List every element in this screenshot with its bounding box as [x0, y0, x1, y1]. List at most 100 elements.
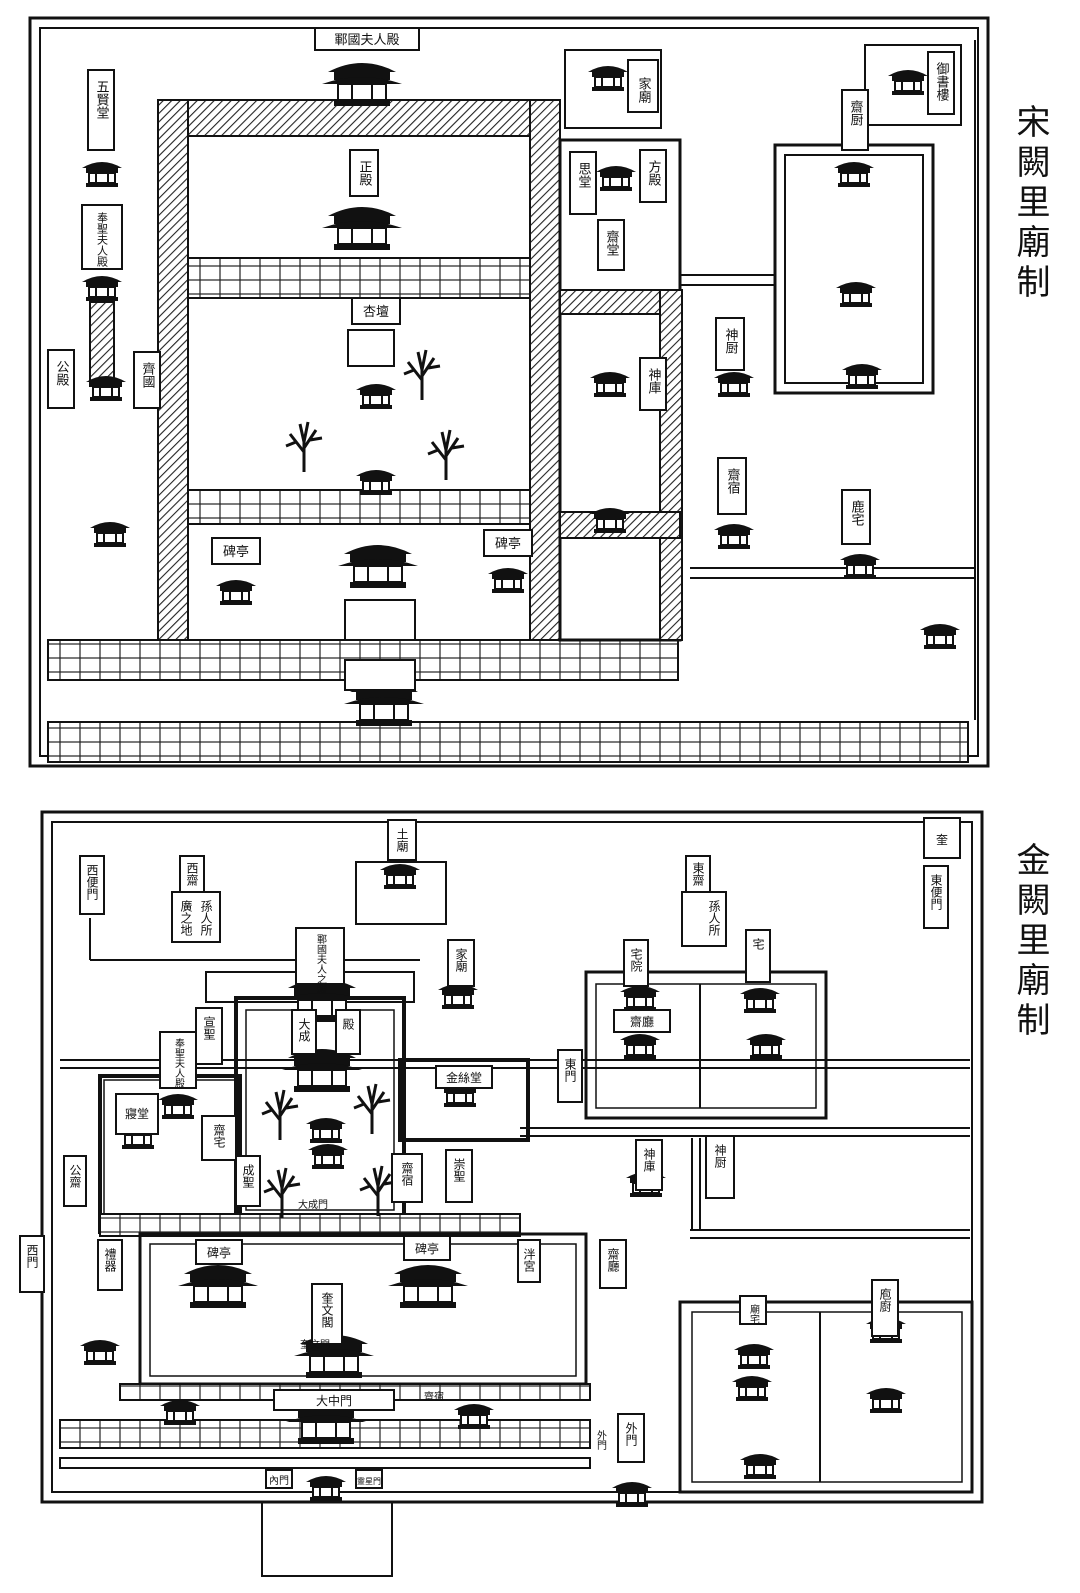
- jin-label-zhaiyuan: 宅院: [629, 947, 643, 972]
- jin-label-shenku: 神庫: [642, 1148, 656, 1173]
- song-label-stele-right: 碑亭: [495, 536, 521, 552]
- jin-label-qisheng: 鄆國夫人之殿: [315, 934, 327, 995]
- jin-label-neimen: 內門: [269, 1475, 289, 1487]
- song-label-wuxian: 五賢堂: [94, 80, 110, 119]
- song-xingtan-pavilion: [355, 469, 397, 496]
- song-tree-2: [402, 348, 442, 402]
- jin-label-ziwei: 宅: [751, 937, 765, 950]
- jin-label-fangdian: 孫人所: [199, 900, 213, 936]
- song-east-hall-5: [713, 523, 755, 550]
- jin-east-hall-3: [739, 987, 781, 1014]
- jin-west-small-2: [453, 1403, 495, 1430]
- song-label-fuhua: 鹿宅: [849, 499, 865, 526]
- jin-label-dongbianmen: 東便門: [929, 874, 943, 910]
- song-east-gate: [919, 623, 961, 650]
- song-family-temple: [587, 65, 629, 92]
- jin-label-chongsheng: 崇聖: [452, 1158, 466, 1182]
- song-label-gate-top: 鄆國夫人殿: [334, 33, 399, 48]
- jin-east-hall-4: [745, 1033, 787, 1060]
- song-east-hall-2: [835, 281, 877, 308]
- jin-shoutang-building: [305, 1117, 347, 1144]
- song-plan: 鄆國夫人殿 家廟 五賢堂 奉聖夫人殿 正殿 杏壇 公殿 齊國 碑亭 碑亭: [28, 16, 990, 768]
- jin-label-stele-r: 碑亭: [415, 1241, 439, 1256]
- song-plan-title: 宋闕里廟制: [1010, 104, 1050, 304]
- jin-label-zhaiting: 齋廳: [630, 1014, 654, 1029]
- jin-label-dacheng-gate: 大成門: [298, 1198, 328, 1211]
- song-tree-1: [284, 420, 324, 474]
- song-label-huazhai: 齋宿: [725, 467, 741, 494]
- jin-label-tongrenfang: 廣之地: [179, 900, 193, 936]
- jin-label-dongzhai: 東齋: [691, 862, 705, 887]
- jin-label-dacheng-right: 殿: [341, 1018, 355, 1030]
- jin-south-small: [611, 1481, 653, 1508]
- jin-label-jinsi2: 齋宿: [424, 1390, 444, 1403]
- jin-label-corner: 奎: [936, 832, 948, 847]
- jin-plan-title: 金闕里廟制: [1010, 842, 1050, 1042]
- jin-dacheng-hall: [281, 1048, 363, 1093]
- song-dacheng-gate: [337, 544, 419, 589]
- song-label-feihu: 齊國: [140, 362, 156, 388]
- song-west-hall: [81, 275, 123, 302]
- song-east-pavilion-3: [589, 507, 631, 534]
- jin-label-kuiwenge: 奎文閣: [320, 1291, 334, 1328]
- jin-label-kuiwen-text: 奎文閣: [300, 1338, 330, 1351]
- jin-jiamiao-building: [437, 983, 479, 1010]
- jin-east-building-1: [733, 1343, 775, 1370]
- jin-east-building-3: [865, 1387, 907, 1414]
- jin-fengsheng-building: [157, 1093, 199, 1120]
- song-label-family-temple: 家廟: [636, 76, 652, 103]
- jin-label-lingmen: 靈星門: [357, 1477, 381, 1486]
- jin-tree-2: [352, 1082, 392, 1136]
- song-east-hall-6: [839, 553, 881, 580]
- jin-label-jinsi: 金絲堂: [446, 1070, 482, 1085]
- jin-tree-1: [260, 1088, 300, 1142]
- song-base-wall: [47, 721, 969, 763]
- jin-label-wumen: 外門: [624, 1422, 638, 1446]
- jin-label-xiudang: 齋廳: [606, 1247, 620, 1273]
- jin-east-hall-2: [619, 1033, 661, 1060]
- jin-label-shimen: 大中門: [316, 1393, 352, 1408]
- song-rear-hall: [355, 383, 397, 410]
- song-label-dacheng: 正殿: [357, 160, 373, 186]
- song-label-fangdian: 方殿: [646, 159, 662, 186]
- jin-label-shoutang: 寢堂: [125, 1106, 149, 1121]
- jin-plan: 土廟 西便門 西齋 孫人所 廣之地 東齋 孫人所 東便門 奎 家廟: [19, 810, 984, 1577]
- jin-chengsheng-building: [307, 1143, 349, 1170]
- jin-top-gate-building: [379, 863, 421, 890]
- song-stele-right: [487, 567, 529, 594]
- song-main-wall-right: [529, 99, 561, 641]
- jin-label-xuanzheng: 宣聖: [202, 1015, 216, 1040]
- song-labels: 鄆國夫人殿 家廟 五賢堂 奉聖夫人殿 正殿 杏壇 公殿 齊國 碑亭 碑亭: [47, 27, 955, 565]
- jin-label-shenchu: 神厨: [713, 1144, 727, 1168]
- jin-southeast-court: [678, 1300, 974, 1494]
- jin-label-xidian: 西齋: [185, 862, 199, 887]
- jin-label-jiamiao: 家廟: [454, 947, 468, 973]
- song-label-fengsheng: 奉聖夫人殿: [96, 211, 109, 268]
- song-inner-wall-1: [187, 257, 531, 299]
- jin-lingxing-gate: [305, 1475, 347, 1502]
- jin-label-jinzhai: 齋宿: [400, 1161, 414, 1186]
- jin-label-chengsheng: 成聖: [241, 1164, 255, 1188]
- jin-label-dongjia: 庖廚: [878, 1287, 892, 1313]
- jin-label-xibianmen: 西便門: [85, 864, 99, 900]
- jin-label-xiangdian: 廟宅: [748, 1303, 760, 1324]
- jin-label-liji: 禮器: [103, 1248, 117, 1273]
- song-wuxian-pavilion: [81, 161, 123, 188]
- jin-label-fengsheng: 奉聖夫人殿: [173, 1037, 185, 1089]
- jin-labels: 土廟 西便門 西齋 孫人所 廣之地 東齋 孫人所 東便門 奎 家廟: [19, 817, 961, 1489]
- jin-label-stele-l: 碑亭: [207, 1245, 231, 1260]
- jin-west-small-1: [159, 1399, 201, 1426]
- jin-label-jingfu: 齋宅: [212, 1123, 226, 1148]
- jin-south-gate: [261, 1501, 393, 1577]
- jin-east-building-2: [731, 1375, 773, 1402]
- song-label-kitchen: 神厨: [723, 328, 739, 354]
- jin-west-small-3: [79, 1339, 121, 1366]
- jin-east-hall-1: [619, 985, 661, 1012]
- song-west-pavilion: [89, 521, 131, 548]
- jin-east-court: [398, 1058, 530, 1142]
- song-east-pavilion-1: [595, 165, 637, 192]
- song-label-gongdian: 公殿: [54, 360, 70, 386]
- song-yushu-pavilion: [887, 69, 929, 96]
